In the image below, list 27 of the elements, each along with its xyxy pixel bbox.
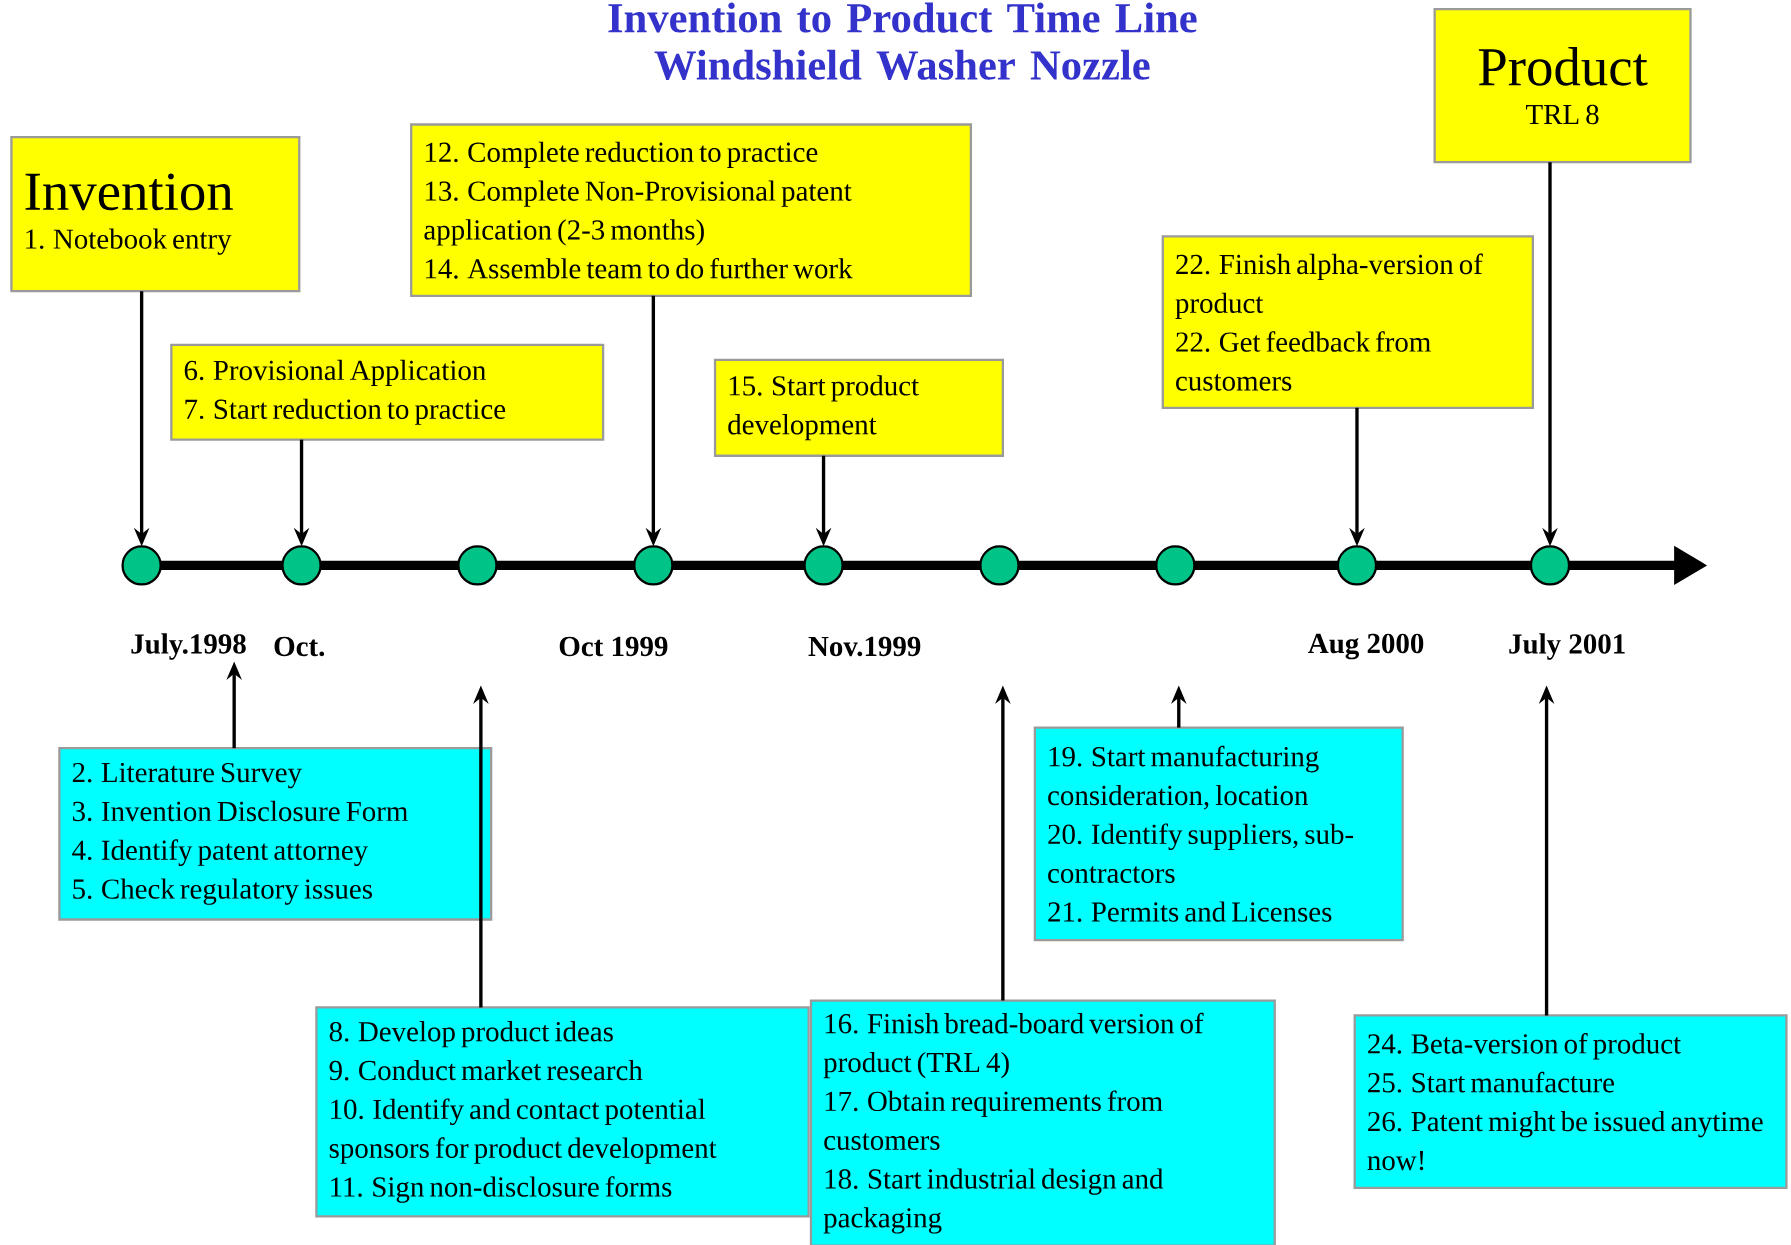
note-box: 24. Beta-version of product 25. Start manufacture 26. Patent might be issued anytime now! bbox=[1353, 1014, 1788, 1189]
note-box: 12. Complete reduction to practice 13. Complete Non-Provisional patent application (2-3 months) 14. Assemble team to do further work bbox=[410, 123, 973, 297]
date-label: Oct 1999 bbox=[559, 636, 668, 657]
date-label: July.1998 bbox=[131, 633, 246, 660]
note-box: 6. Provisional Application 7. Start reduction to practice bbox=[170, 343, 605, 441]
title: Invention to Product Time Line Windshield Washer Nozzle bbox=[608, 2, 1197, 81]
date-label: Nov.1999 bbox=[808, 636, 921, 657]
milestone-dot bbox=[1336, 545, 1378, 586]
note-box: Product TRL 8 bbox=[1433, 8, 1692, 164]
note-box: 2. Literature Survey 3. Invention Disclosure Form 4. Identify patent attorney 5. Check regulatory issues bbox=[58, 747, 493, 921]
milestone-dot bbox=[121, 545, 162, 586]
note-box: 19. Start manufacturing consideration, location 20. Identify suppliers, sub-contractors 21. Permits and Licenses bbox=[1033, 726, 1404, 942]
milestone-dot bbox=[281, 545, 322, 586]
milestone-dot bbox=[979, 545, 1020, 586]
note-box: 8. Develop product ideas 9. Conduct market research 10. Identify and contact potential sponsors for product development 11. Sign non-disclosure forms bbox=[315, 1006, 810, 1218]
milestone-dot bbox=[1529, 545, 1571, 586]
note-box: 15. Start product development bbox=[713, 358, 1004, 457]
note-box: 16. Finish bread-board version of product (TRL 4) 17. Obtain requirements from customers 18. Start industrial design and packaging bbox=[809, 999, 1276, 1245]
note-box: 22. Finish alpha-version of product 22. Get feedback from customers bbox=[1161, 235, 1534, 409]
milestone-dot bbox=[457, 545, 498, 586]
milestone-dot bbox=[803, 545, 844, 586]
date-label: Oct. bbox=[274, 636, 325, 657]
milestone-dot bbox=[1155, 545, 1196, 586]
milestone-dot bbox=[633, 545, 674, 586]
date-label: Aug 2000 bbox=[1308, 633, 1424, 660]
note-box: Invention 1. Notebook entry bbox=[10, 135, 301, 293]
date-label: July 2001 bbox=[1509, 633, 1625, 660]
